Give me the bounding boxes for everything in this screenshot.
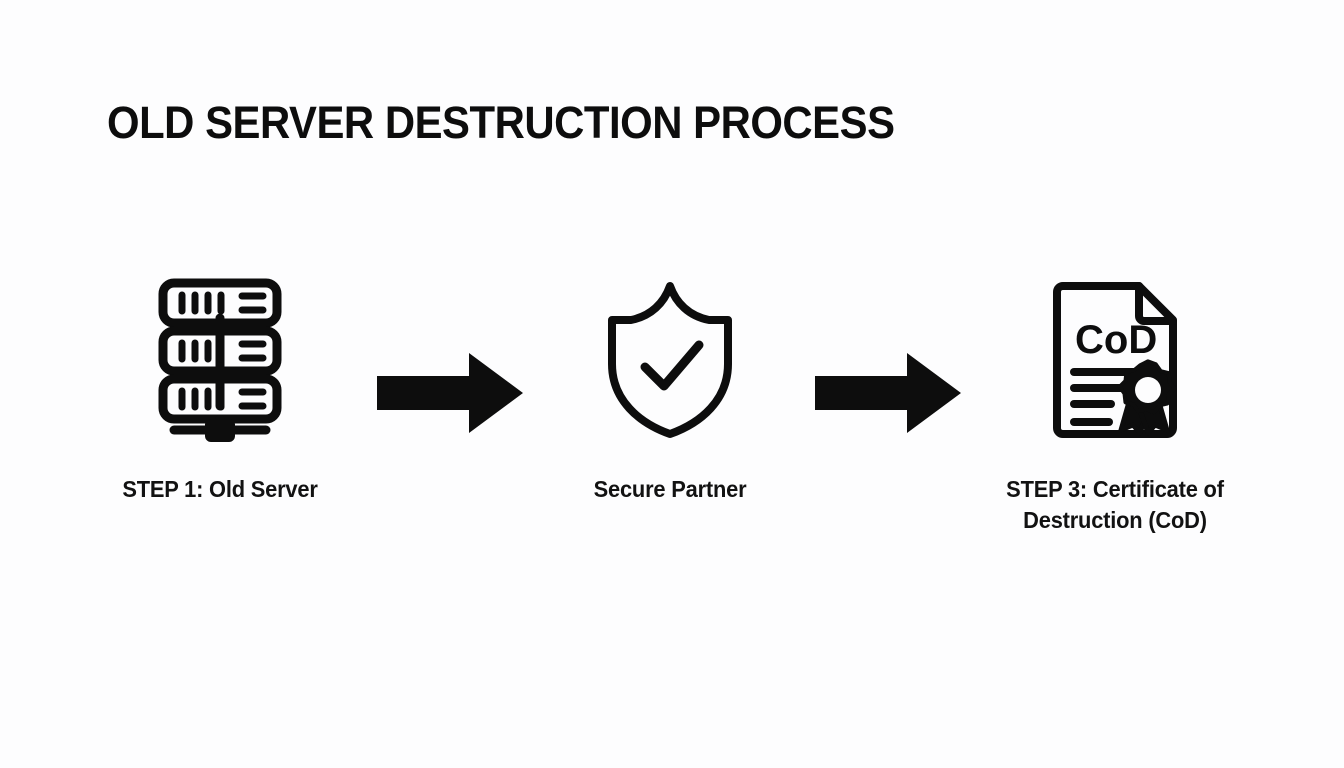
right-arrow-icon <box>377 353 523 433</box>
right-arrow-icon <box>815 353 961 433</box>
step-1-icon-wrap <box>70 270 370 450</box>
certificate-document-icon: CoD <box>1053 282 1177 438</box>
step-2-label: Secure Partner <box>593 476 747 502</box>
step-2-icon-wrap <box>520 270 820 450</box>
process-flow-diagram: STEP 1: Old Server Secure Partner <box>0 270 1344 570</box>
connector-arrow-1 <box>377 353 523 433</box>
page-title: OLD SERVER DESTRUCTION PROCESS <box>107 97 895 148</box>
process-step-2: Secure Partner <box>520 270 820 570</box>
step-1-label: STEP 1: Old Server <box>122 476 318 502</box>
shield-check-icon <box>608 282 732 438</box>
seal-center <box>1135 377 1161 403</box>
server-rack-icon <box>158 278 282 442</box>
certificate-text: CoD <box>1075 318 1157 362</box>
connector-arrow-2 <box>815 353 961 433</box>
process-step-1: STEP 1: Old Server <box>70 270 370 570</box>
step-3-icon-wrap: CoD <box>965 270 1265 450</box>
process-step-3: CoD STEP 3: Certificate of <box>965 270 1265 570</box>
step-3-label: STEP 3: Certificate of Destruction (CoD) <box>1006 476 1224 534</box>
